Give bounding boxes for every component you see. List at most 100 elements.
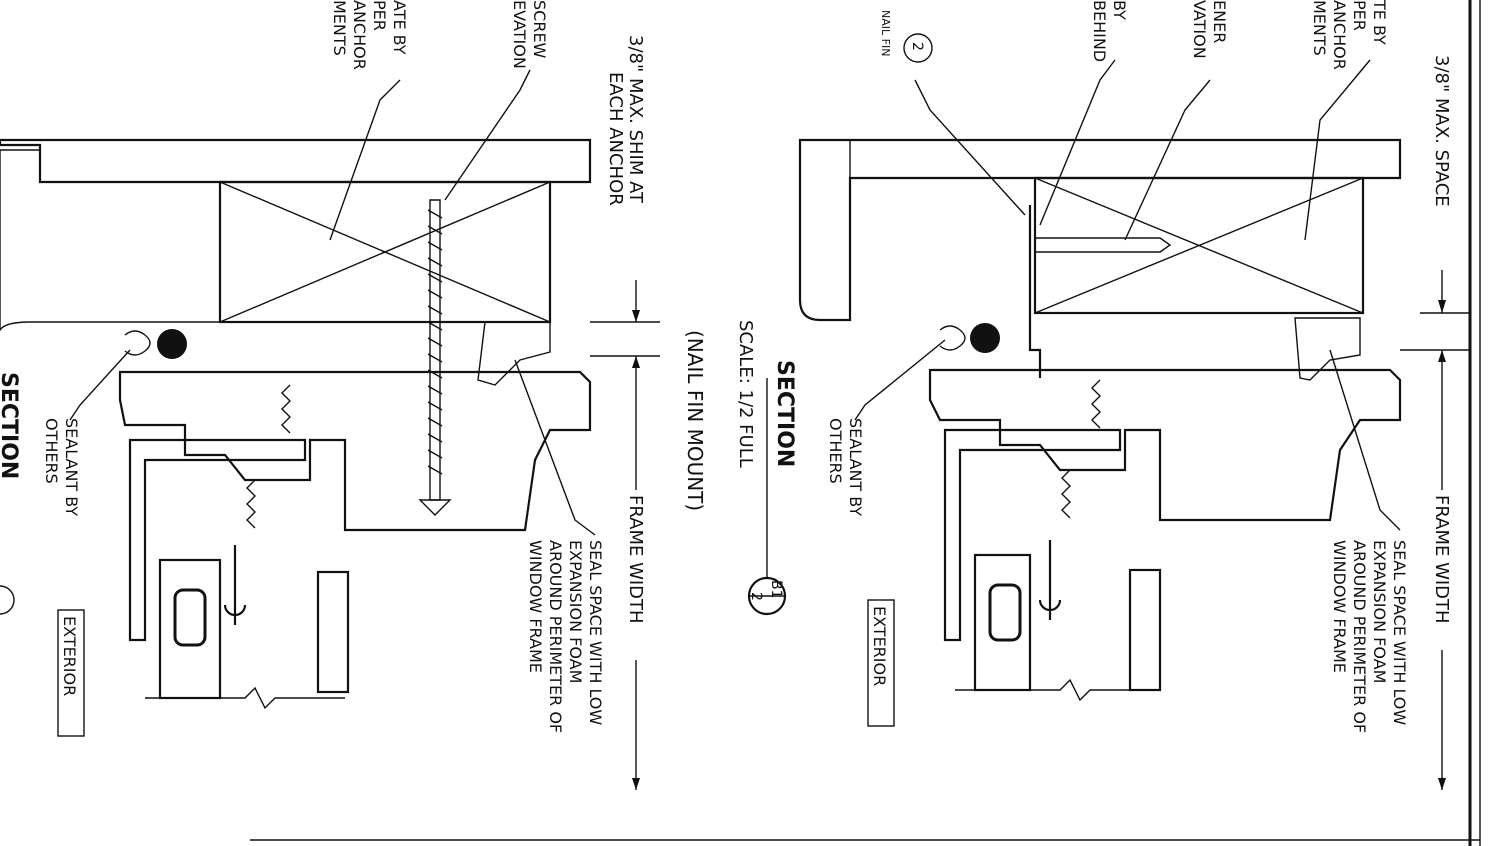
- subtitle-nail-fin-mount: (NAIL FIN MOUNT): [683, 330, 707, 511]
- break-line: [955, 678, 1160, 702]
- seal-bottom-2: EXPANSION FOAM: [566, 540, 585, 683]
- note-top-6: VATION: [1190, 0, 1209, 59]
- exterior-label-bottom: EXTERIOR: [60, 616, 79, 696]
- note-bottom-2: PER: [370, 0, 389, 31]
- bubble-bottom-label: 2: [748, 592, 764, 601]
- seal-bottom-3: AROUND PERIMETER OF: [546, 540, 565, 733]
- seal-top-4: WINDOW FRAME: [1330, 540, 1349, 673]
- leader-anchor: [1304, 59, 1371, 241]
- anchor-screw-head: [418, 499, 452, 516]
- exterior-box-top: [867, 599, 895, 727]
- expansion-foam: [1294, 317, 1361, 381]
- note-bottom-4: MENTS: [330, 0, 349, 56]
- backer-rod: [970, 323, 1000, 353]
- note-bottom-1: ATE BY: [390, 0, 409, 55]
- arrow-frame-bottom: [1438, 778, 1446, 790]
- leader-sealant-bottom: [69, 349, 131, 421]
- seal-bottom-4: WINDOW FRAME: [526, 540, 545, 673]
- exterior-label-top: EXTERIOR: [870, 606, 889, 686]
- glass-edge-bottom: [316, 570, 350, 694]
- section-title-top: SECTION: [772, 360, 797, 467]
- break-line-bottom: [145, 686, 345, 710]
- note-top-2: PER: [1350, 0, 1369, 31]
- detail-top: [747, 33, 1470, 790]
- leader-anchor-bottom: [329, 79, 401, 241]
- leader-sealant: [854, 339, 946, 421]
- glazing-bead: [973, 553, 1032, 692]
- note-top-8: BEHIND: [1090, 0, 1109, 62]
- nail-fin-bubble: [903, 33, 933, 63]
- glazing-clip: [1038, 540, 1062, 620]
- section-bubble-bottom-partial: [0, 585, 15, 615]
- concrete-substrate-bottom: [0, 149, 221, 332]
- sealant-top-1: SEALANT BY: [846, 418, 865, 516]
- note-bottom-5: SCREW: [530, 0, 549, 59]
- anchor-screw: [429, 199, 441, 501]
- note-top-7: BY: [1110, 0, 1129, 20]
- seal-top-2: EXPANSION FOAM: [1370, 540, 1389, 683]
- note-top-5: ENER: [1210, 0, 1229, 43]
- concrete-wall-bottom: [0, 138, 592, 184]
- window-frame-profile-bottom: [118, 370, 592, 532]
- leader-screw-bottom: [444, 69, 531, 201]
- note-top-3: ANCHOR: [1330, 0, 1349, 70]
- sealant-bead: [939, 325, 966, 351]
- scale-label: SCALE: 1/2 FULL: [735, 320, 756, 468]
- leader-foam: [1329, 349, 1401, 531]
- leader-foam-bottom: [514, 359, 596, 536]
- note-top-1: TE BY: [1370, 0, 1389, 45]
- arrow-frame-bottom-top: [632, 356, 640, 368]
- screw-bottom-1: [281, 384, 291, 434]
- arrow-frame-top: [1438, 350, 1446, 362]
- glass-edge: [1128, 568, 1162, 692]
- section-title-bottom: SECTION: [0, 372, 21, 479]
- dim-frame-label-bottom: FRAME WIDTH: [625, 495, 646, 624]
- note-bottom-3: ANCHOR: [350, 0, 369, 70]
- sealant-top-2: OTHERS: [826, 418, 845, 484]
- dim-space-label: 3/8" MAX. SPACE: [1431, 55, 1452, 207]
- dim-frame-label: FRAME WIDTH: [1431, 495, 1452, 624]
- fastener: [1034, 237, 1172, 253]
- screw-bottom-2: [246, 479, 256, 529]
- detail-bottom: [0, 69, 660, 790]
- glazing-bead-bottom: [158, 558, 222, 700]
- anchor-screw-thread: [427, 209, 443, 475]
- glazing-clip-bottom: [223, 545, 247, 625]
- arrow-frame-bottom-end: [632, 778, 640, 790]
- buck-bottom-diagonal-2: [219, 181, 551, 323]
- backer-rod-bottom: [157, 329, 187, 359]
- sealant-bottom-1: SEALANT BY: [62, 418, 81, 516]
- leader-behind: [1039, 59, 1116, 226]
- nail-fin-tag: NAIL FIN: [879, 10, 892, 56]
- sealant-bottom-2: OTHERS: [42, 418, 61, 484]
- note-top-4: MENTS: [1310, 0, 1329, 56]
- leader-fastener: [1124, 79, 1211, 241]
- seal-top-1: SEAL SPACE WITH LOW: [1390, 540, 1409, 725]
- dim-shim-label-2: EACH ANCHOR: [605, 72, 626, 206]
- sealant-bead-bottom: [124, 330, 151, 356]
- concrete-substrate: [798, 138, 1402, 322]
- window-frame-profile: [928, 368, 1402, 522]
- expansion-foam-bottom: [477, 321, 551, 386]
- arrow-space: [1438, 300, 1446, 313]
- wood-buck-bottom: [218, 180, 552, 324]
- exterior-box-bottom: [57, 609, 85, 737]
- sash-profile-bottom: [128, 438, 307, 642]
- note-bottom-6: EVATION: [510, 0, 529, 69]
- buck-diagonal-2: [1034, 177, 1364, 314]
- sash-profile: [943, 428, 1122, 642]
- dim-shim-label-1: 3/8" MAX. SHIM AT: [625, 35, 646, 204]
- nail-fin: [1028, 205, 1042, 378]
- nail-fin-number: 2: [909, 42, 925, 51]
- glazing-gasket-bottom: [173, 588, 207, 647]
- annotation-text: TE BY PER ANCHOR MENTS ENER VATION BY BE…: [0, 0, 1452, 733]
- arrow-shim: [632, 310, 640, 322]
- seal-bottom-1: SEAL SPACE WITH LOW: [586, 540, 605, 725]
- screw-top-2: [1061, 469, 1071, 519]
- glazing-gasket: [988, 583, 1022, 642]
- leader-nail-fin: [914, 79, 1026, 216]
- bubble-top-label: B1: [768, 580, 784, 599]
- seal-top-3: AROUND PERIMETER OF: [1350, 540, 1369, 733]
